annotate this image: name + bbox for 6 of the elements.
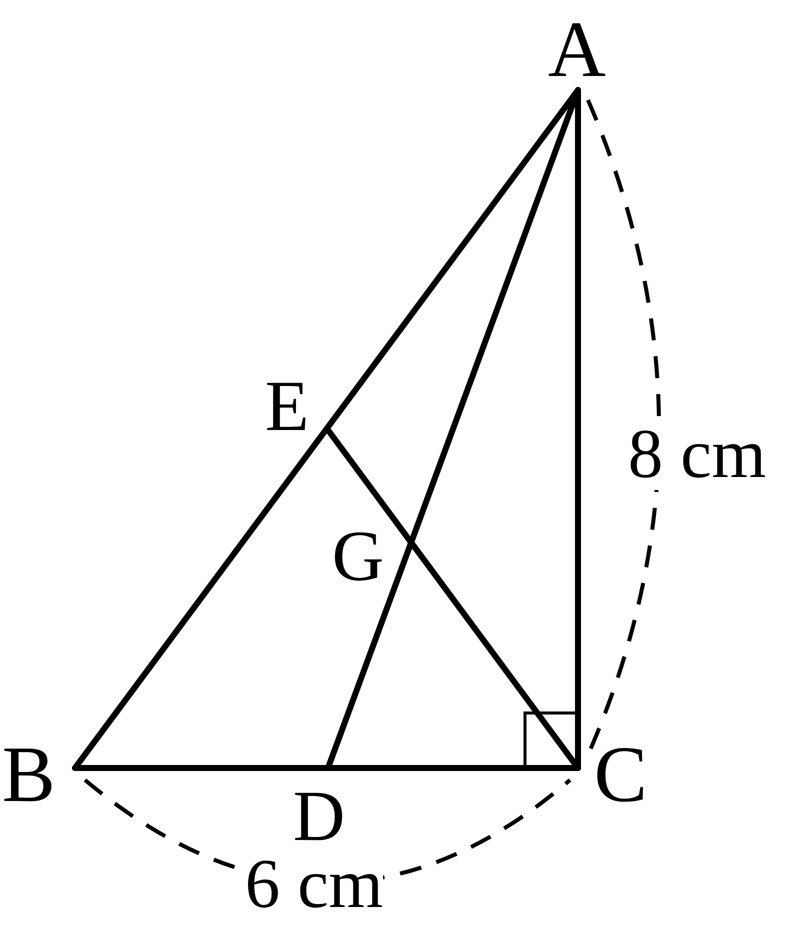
point-label: B: [2, 735, 56, 815]
point-label: G: [332, 520, 384, 592]
point-label: A: [548, 10, 606, 90]
point-label: C: [594, 735, 648, 815]
point-label: E: [265, 370, 309, 442]
point-label: D: [293, 780, 345, 852]
